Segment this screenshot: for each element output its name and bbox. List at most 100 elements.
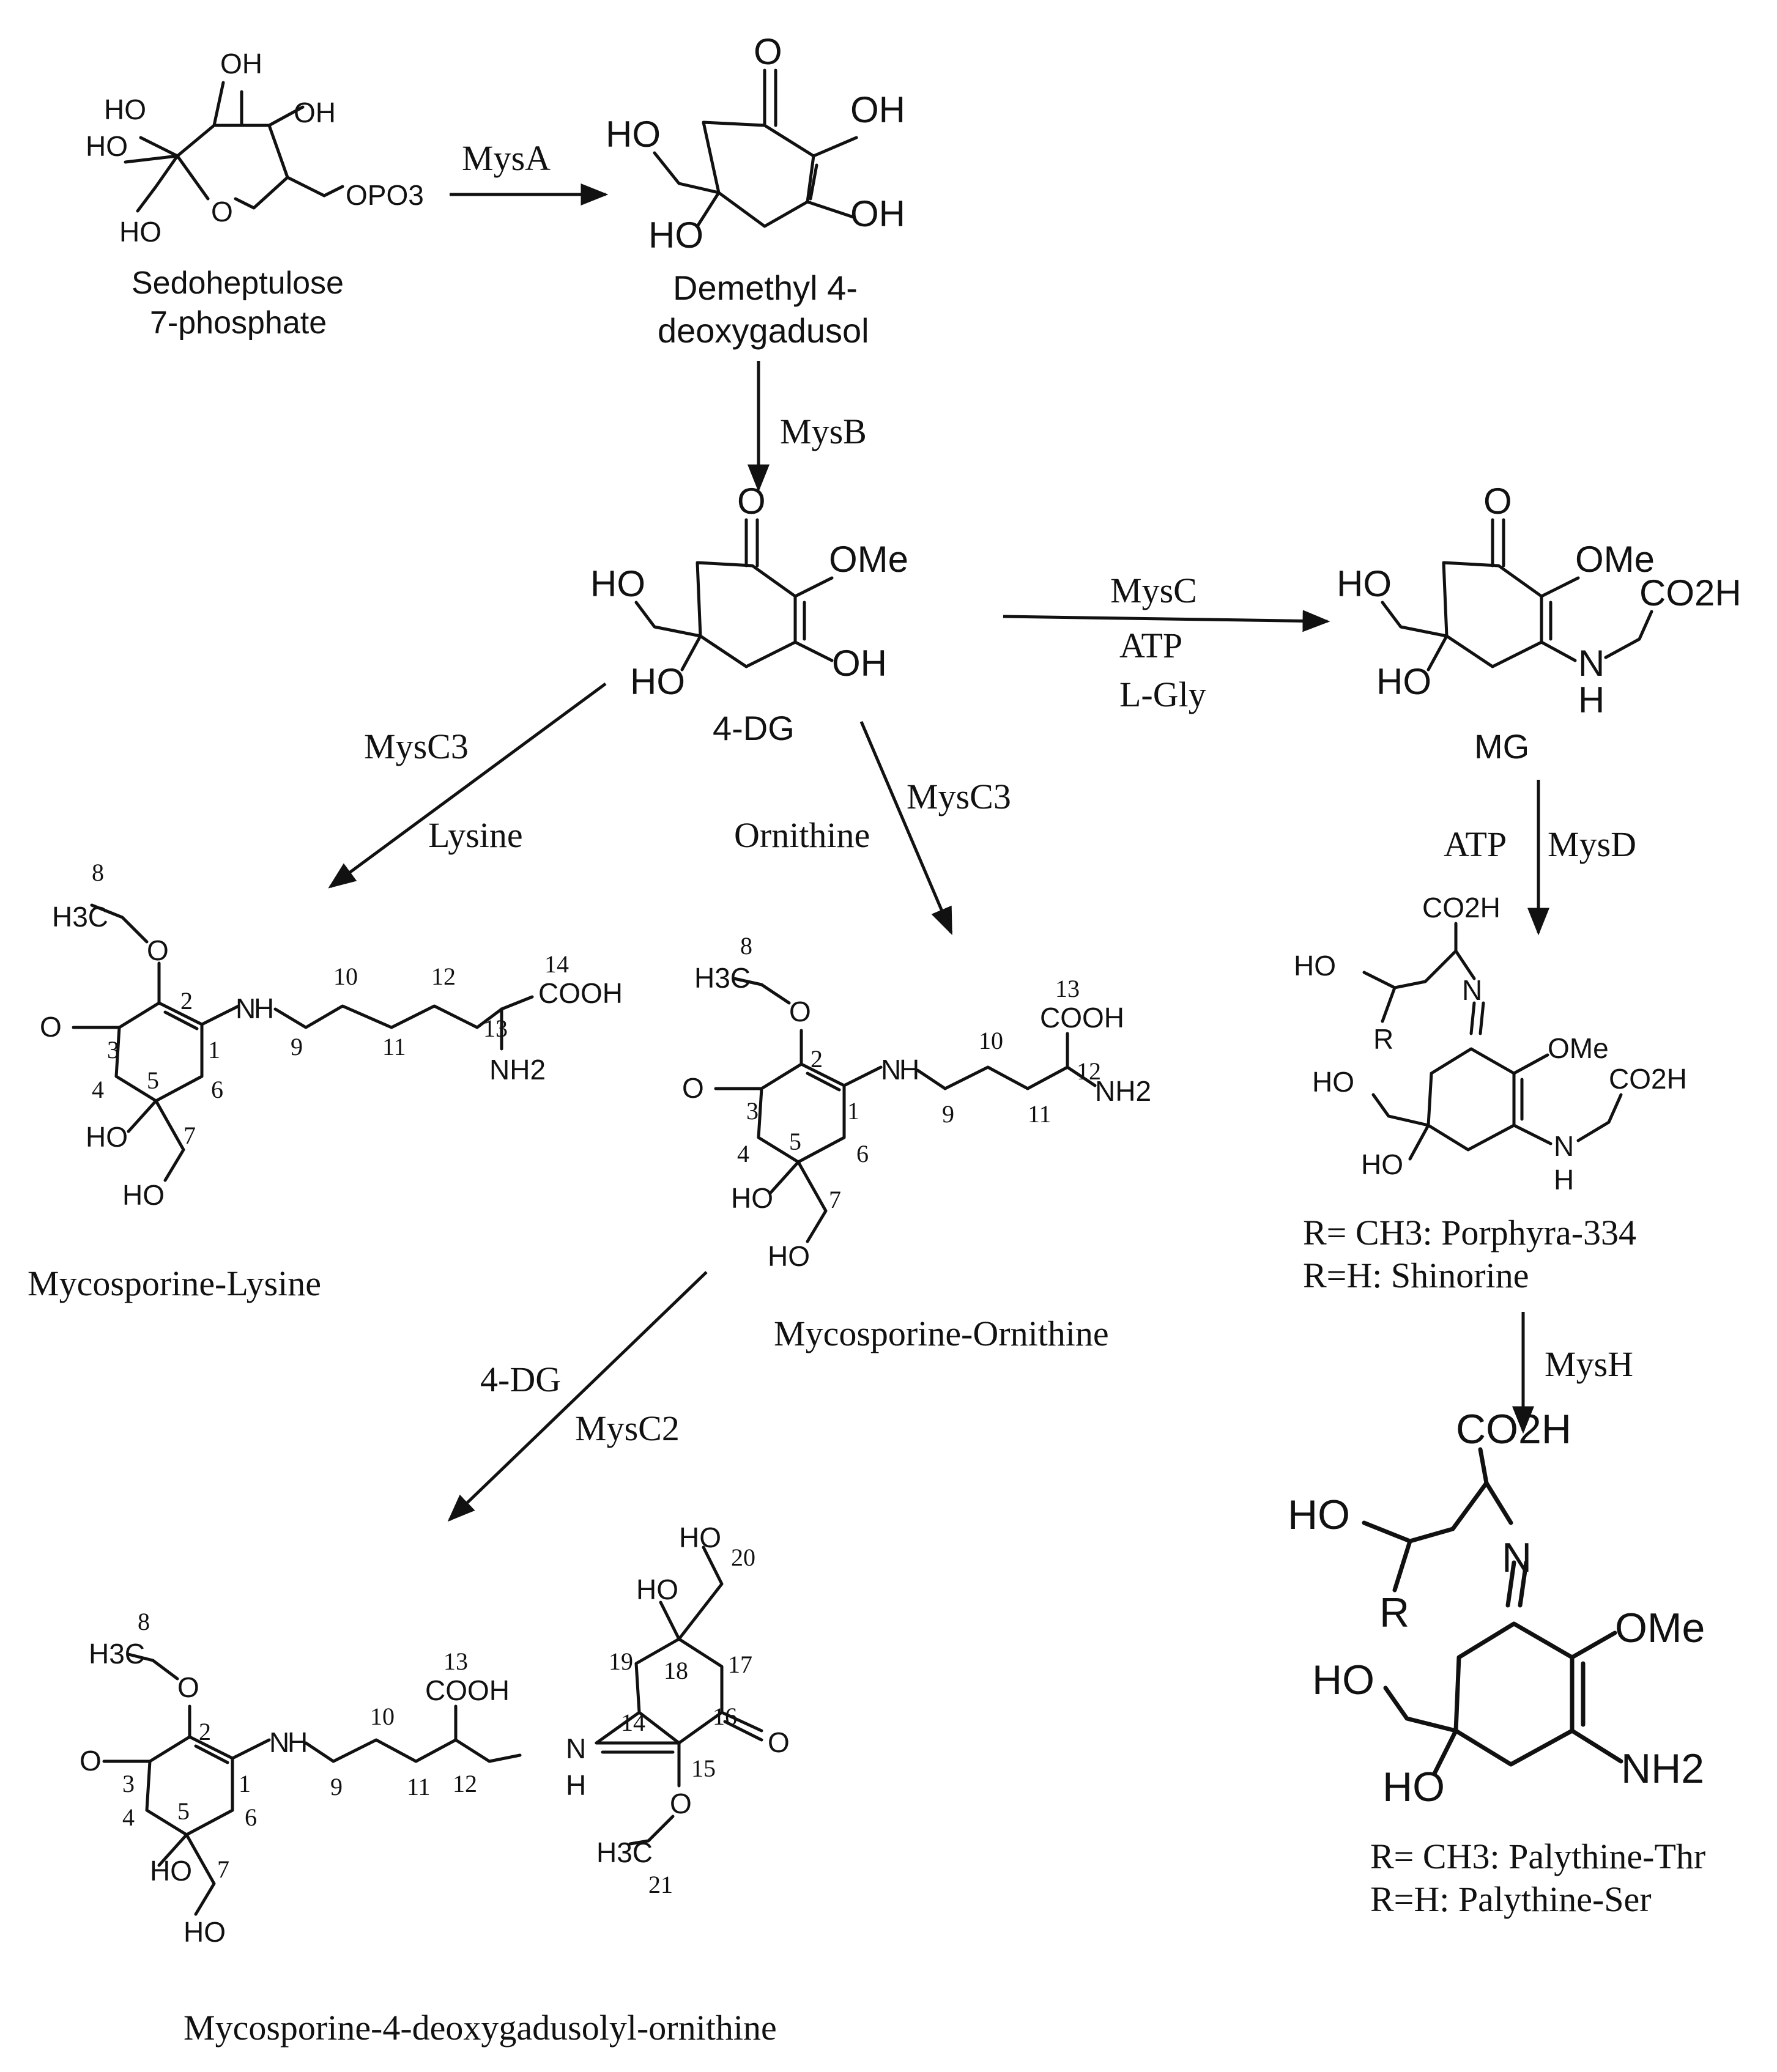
atom-o: O <box>147 934 169 966</box>
compound-name-line2: R=H: Shinorine <box>1303 1256 1529 1295</box>
atom-ome: OMe <box>1615 1605 1705 1651</box>
atom-o: O <box>754 31 782 72</box>
compound-name: Mycosporine-Lysine <box>28 1264 321 1303</box>
compound-name-line2: deoxygadusol <box>658 311 869 350</box>
atom-o: O <box>789 996 811 1027</box>
atom-ho: HO <box>1376 661 1431 702</box>
structure-mycosporine-glycine: O OMe CO2H N H HO HO MG <box>1337 481 1742 766</box>
atom-h3c: H3C <box>596 1837 653 1868</box>
atom-number: 3 <box>746 1097 759 1125</box>
label-mysC3-right: MysC3 <box>907 777 1011 816</box>
atom-ho: HO <box>1312 1066 1354 1098</box>
atom-co2h: CO2H <box>1422 892 1501 923</box>
label-mysC-gly: L-Gly <box>1119 675 1206 714</box>
atom-o: O <box>40 1011 62 1043</box>
atom-oh: OH <box>850 193 905 234</box>
atom-ho: HO <box>119 216 161 248</box>
atom-ho: HO <box>150 1855 192 1887</box>
atom-ho: HO <box>590 563 645 604</box>
atom-number: 2 <box>180 987 193 1015</box>
label-mysB: MysB <box>780 412 867 451</box>
structure-demethyl-4-deoxygadusol: O OH OH HO HO Demethyl 4- deoxygadusol <box>606 31 905 350</box>
atom-ho: HO <box>731 1182 773 1214</box>
atom-oh: OH <box>294 97 336 128</box>
atom-ho: HO <box>86 130 128 162</box>
compound-name-line1: R= CH3: Palythine-Thr <box>1370 1837 1705 1876</box>
atom-r: R <box>1373 1023 1393 1055</box>
atom-ho: HO <box>104 94 146 125</box>
atom-number: 11 <box>1028 1100 1052 1128</box>
atom-number: 12 <box>453 1770 477 1797</box>
label-mysC2: MysC2 <box>575 1408 680 1448</box>
atom-o: O <box>211 196 233 228</box>
atom-number: 17 <box>728 1651 752 1678</box>
atom-number: 20 <box>731 1544 755 1571</box>
atom-r: R <box>1379 1589 1409 1636</box>
atom-number: 2 <box>811 1045 823 1073</box>
atom-number: 13 <box>443 1648 468 1675</box>
atom-n: N <box>1554 1130 1574 1162</box>
atom-ho: HO <box>679 1522 721 1553</box>
atom-oh: OH <box>850 89 905 130</box>
atom-h3c: H3C <box>89 1638 145 1670</box>
label-mysH: MysH <box>1545 1344 1633 1384</box>
atom-number: 6 <box>211 1076 223 1103</box>
atom-number: 1 <box>847 1097 859 1125</box>
reaction-labels: MysA MysB MysC ATP L-Gly MysC3 Lysine My… <box>364 138 1636 1448</box>
atom-n: N <box>1502 1534 1532 1581</box>
atom-number: 13 <box>483 1015 508 1042</box>
atom-number: 10 <box>333 963 358 990</box>
atom-h: H <box>566 1769 586 1801</box>
arrow-mysC3-lysine <box>328 682 607 889</box>
atom-number: 6 <box>245 1804 257 1831</box>
atom-ho: HO <box>630 661 685 702</box>
atom-number: 4 <box>737 1140 749 1167</box>
compound-name: MG <box>1474 727 1529 766</box>
structure-mycosporine-ornithine: O O H3C N H COOH NH2 HO HO 8 2 1 3 4 5 6… <box>682 932 1151 1353</box>
label-lysine: Lysine <box>428 815 523 855</box>
atom-co2h: CO2H <box>1639 572 1742 613</box>
arrow-mysC2 <box>447 1271 708 1522</box>
atom-number: 4 <box>122 1804 135 1831</box>
atom-ho: HO <box>636 1574 678 1605</box>
atom-h3c: H3C <box>52 901 108 933</box>
compound-name-line1: R= CH3: Porphyra-334 <box>1303 1213 1636 1252</box>
reaction-arrows <box>328 183 1549 1522</box>
atom-o: O <box>670 1788 692 1819</box>
atom-co2h: CO2H <box>1456 1406 1571 1452</box>
label-mysD-atp: ATP <box>1444 824 1507 864</box>
atom-n: N <box>1462 974 1482 1006</box>
atom-number: 21 <box>648 1871 673 1898</box>
compound-name-line2: 7-phosphate <box>150 305 327 341</box>
atom-number: 9 <box>330 1773 343 1800</box>
atom-ho: HO <box>1312 1657 1374 1703</box>
atom-number: 19 <box>609 1648 633 1675</box>
atom-ome: OMe <box>1575 539 1655 580</box>
structure-porphyra-334-shinorine: CO2H HO N R OMe CO2H N H HO HO R= CH3: P… <box>1294 892 1687 1295</box>
label-ornithine: Ornithine <box>734 815 870 855</box>
atom-number: 2 <box>199 1718 211 1745</box>
atom-number: 1 <box>239 1770 251 1797</box>
atom-ome: OMe <box>829 539 908 580</box>
atom-number: 10 <box>370 1703 395 1730</box>
atom-nh2: NH2 <box>489 1054 546 1086</box>
atom-o: O <box>80 1745 102 1777</box>
atom-cooh: COOH <box>425 1674 510 1706</box>
atom-oh: OH <box>832 643 887 684</box>
atom-h: H <box>1554 1164 1574 1196</box>
atom-ho: HO <box>1288 1492 1350 1538</box>
label-mysD: MysD <box>1548 824 1636 864</box>
atom-number: 9 <box>942 1100 954 1128</box>
atom-ho: HO <box>768 1240 810 1272</box>
compound-name: Mycosporine-Ornithine <box>774 1314 1109 1353</box>
atom-cooh: COOH <box>538 977 623 1009</box>
atom-number: 18 <box>664 1657 688 1684</box>
label-mysC2-substrate: 4-DG <box>480 1360 561 1399</box>
compound-name: Mycosporine-4-deoxygadusolyl-ornithine <box>184 2008 777 2048</box>
atom-n: N <box>1578 643 1604 684</box>
atom-cooh: COOH <box>1040 1002 1124 1034</box>
atom-ho: HO <box>1361 1149 1403 1180</box>
atom-number: 9 <box>291 1033 303 1060</box>
atom-o: O <box>177 1671 199 1703</box>
atom-oh: OH <box>220 48 262 80</box>
